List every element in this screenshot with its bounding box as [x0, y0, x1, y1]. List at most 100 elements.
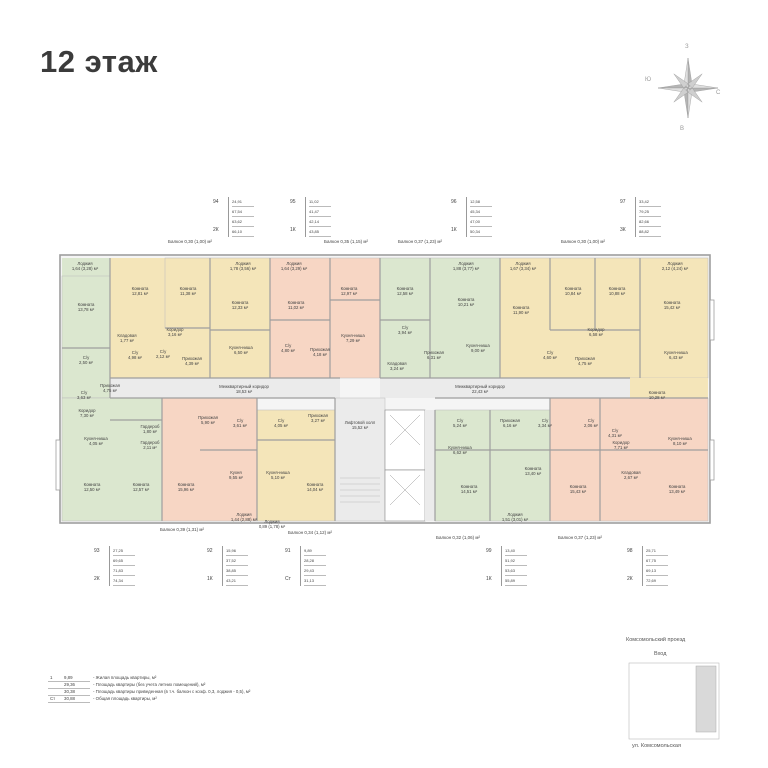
legend-example-number: 1: [50, 675, 53, 680]
area-without-summer: 37,52: [226, 556, 248, 566]
apartment-info-96: 96 1К 12,58 45,34 47,00 50,34: [449, 197, 495, 237]
balcony-label: Балкон 0,30 (1,00) м²: [561, 239, 605, 244]
site-plan: [628, 662, 720, 740]
living-area: 24,91: [232, 197, 254, 207]
apartment-number: 95: [290, 199, 296, 205]
apartment-number: 99: [486, 548, 492, 554]
apartment-96: [379, 257, 501, 379]
apartment-91: [256, 409, 336, 522]
street-top-label: Комсомольский проезд: [626, 637, 686, 643]
legend-row: Ст 30,88 - Общая площадь квартиры, м²: [48, 695, 328, 703]
area-without-summer: 67,54: [232, 207, 254, 217]
apartment-info-91: 91 Ст 9,89 28,28 29,43 31,13: [283, 546, 329, 586]
legend-text: - Жилая площадь квартиры, м²: [93, 675, 157, 680]
apartment-97: [499, 257, 709, 379]
apartment-number: 94: [213, 199, 219, 205]
apartment-info-95: 95 1К 11,02 41,47 42,14 43,85: [288, 197, 334, 237]
total-area: 88,82: [639, 227, 661, 237]
compass-east-label: С: [716, 90, 721, 96]
area-without-summer: 69,65: [113, 556, 135, 566]
compass-north-label: З: [685, 44, 689, 50]
legend-text: - Общая площадь квартиры, м²: [93, 696, 157, 701]
apartment-type: 1К: [451, 227, 457, 233]
compass-rose-icon: [657, 57, 719, 119]
living-area: 13,40: [505, 546, 527, 556]
total-area: 72,69: [646, 576, 668, 586]
apartment-info-94: 94 2К 24,91 67,54 63,62 66,10: [211, 197, 257, 237]
street-bottom-label: ул. Комсомольская: [632, 743, 681, 749]
compass-south-label: В: [680, 126, 685, 132]
total-area: 50,34: [470, 227, 492, 237]
legend-example-type: Ст: [50, 696, 56, 701]
area-without-summer: 67,75: [646, 556, 668, 566]
apartment-info-93: 93 2К 27,25 69,65 71,83 74,34: [92, 546, 138, 586]
legend-sample: 9,89: [64, 675, 73, 680]
apartment-99: [434, 409, 551, 522]
reduced-area: 63,62: [232, 217, 254, 227]
living-area: 25,71: [646, 546, 668, 556]
apartment-info-98: 98 2К 25,71 67,75 69,13 72,69: [625, 546, 671, 586]
apartment-number: 91: [285, 548, 291, 554]
apartment-info-99: 99 1К 13,40 51,92 53,63 55,89: [484, 546, 530, 586]
apartment-94: [110, 257, 211, 378]
apartment-number: 93: [94, 548, 100, 554]
compass-west-label: Ю: [645, 77, 652, 83]
apartment-number: 98: [627, 548, 633, 554]
living-area: 15,96: [226, 546, 248, 556]
balcony-label: Балкон 0,37 (1,23) м²: [398, 239, 442, 244]
apartment-98: [549, 397, 709, 522]
apartment-number: 97: [620, 199, 626, 205]
reduced-area: 53,63: [505, 566, 527, 576]
reduced-area: 71,83: [113, 566, 135, 576]
reduced-area: 82,66: [639, 217, 661, 227]
total-area: 43,85: [309, 227, 331, 237]
legend-sample: 30,88: [64, 696, 75, 701]
reduced-area: 42,14: [309, 217, 331, 227]
balcony-label: Балкон 0,34 (1,12) м²: [288, 530, 332, 535]
area-without-summer: 51,92: [505, 556, 527, 566]
living-area: 11,02: [309, 197, 331, 207]
